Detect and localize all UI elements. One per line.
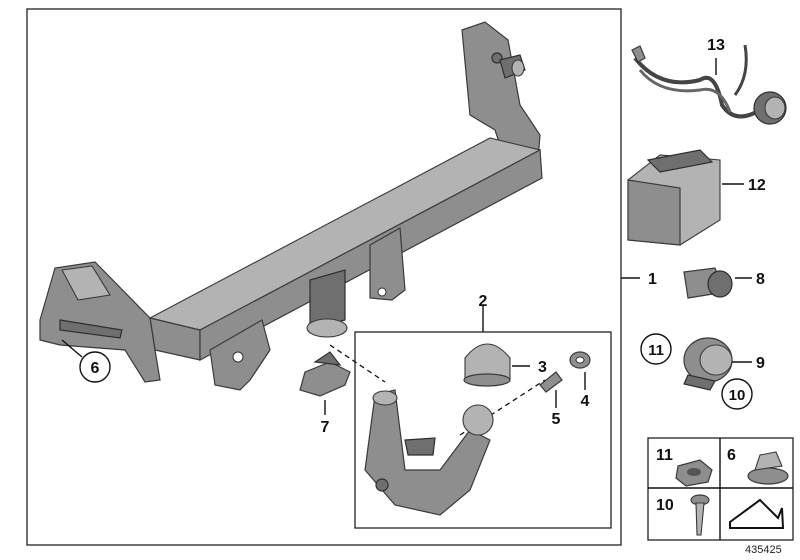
part-5-key: 5 bbox=[539, 371, 563, 428]
legend-flange-nut-label: 6 bbox=[727, 447, 736, 464]
part-7-clip: 7 bbox=[299, 351, 351, 436]
assembly-line bbox=[329, 344, 386, 383]
callout-label: 10 bbox=[729, 387, 746, 404]
callout-label: 7 bbox=[321, 419, 330, 436]
callout-label: 2 bbox=[479, 293, 488, 310]
part-9-socket-cover: 9 11 10 bbox=[640, 333, 765, 410]
callout-label: 11 bbox=[648, 342, 664, 359]
flange-nut-icon bbox=[747, 467, 789, 485]
legend-screw-label: 10 bbox=[656, 497, 674, 514]
part-13-wiring-harness: 13 bbox=[631, 37, 787, 125]
part-4-ring: 4 bbox=[569, 351, 591, 410]
callout-label: 9 bbox=[756, 355, 765, 372]
callout-6-bracket: 6 bbox=[61, 339, 111, 383]
small-parts-legend: 11 6 10 bbox=[647, 437, 794, 541]
callout-label: 3 bbox=[538, 359, 547, 376]
tow-bar-crossbeam bbox=[39, 21, 543, 391]
main-frame bbox=[26, 8, 622, 546]
part-12-control-module: 12 bbox=[627, 149, 766, 246]
callout-label: 4 bbox=[581, 393, 590, 410]
callout-label: 5 bbox=[552, 411, 561, 428]
document-number: 435425 bbox=[745, 544, 782, 556]
callout-label: 6 bbox=[91, 360, 100, 377]
corner-symbol-icon bbox=[729, 498, 785, 529]
callout-label: 8 bbox=[756, 271, 765, 288]
part-8-socket: 8 bbox=[683, 267, 765, 299]
ball-neck bbox=[364, 389, 494, 516]
callout-label: 1 bbox=[648, 271, 657, 288]
callout-label: 13 bbox=[707, 37, 725, 54]
assembly-line bbox=[459, 379, 546, 436]
part-3-cap: 3 bbox=[463, 343, 547, 387]
callout-label: 12 bbox=[748, 177, 766, 194]
legend-nut-label: 11 bbox=[656, 447, 673, 464]
